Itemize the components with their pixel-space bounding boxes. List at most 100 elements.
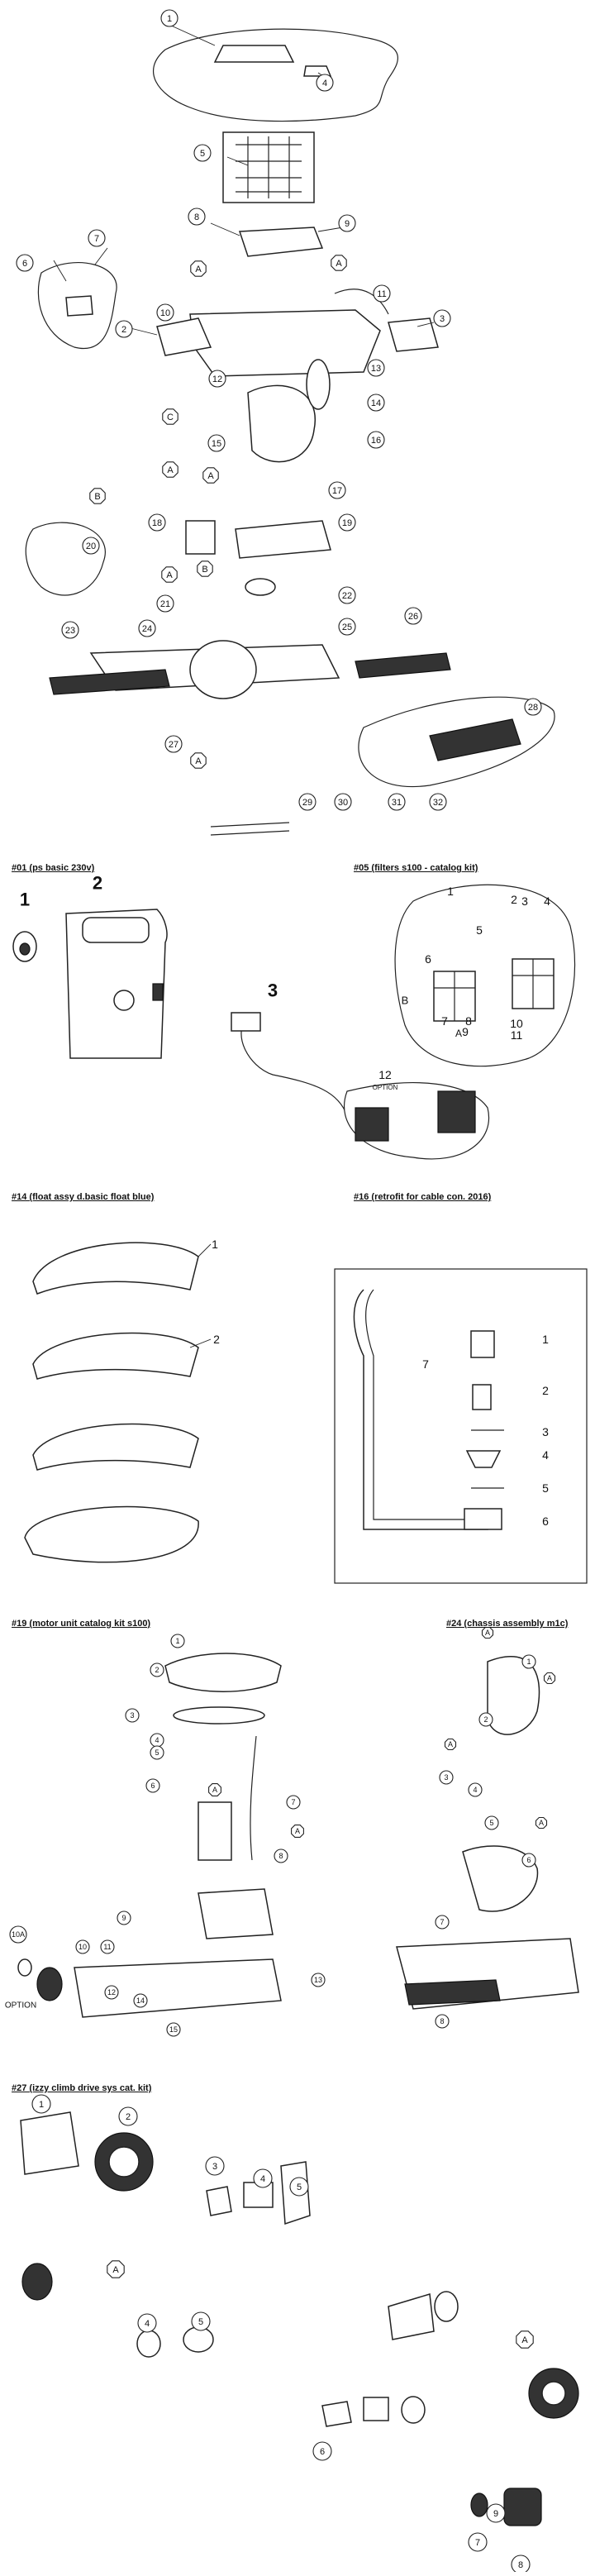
svg-text:6: 6: [22, 259, 27, 269]
float-part: [306, 359, 331, 410]
svg-text:17: 17: [332, 486, 342, 496]
svg-text:A: A: [336, 259, 342, 269]
sec27-num-10: 9: [486, 2503, 506, 2523]
main-part-22: 22: [338, 586, 356, 604]
section-16-caption: #16 (retrofit for cable con. 2016): [354, 1192, 492, 1202]
sec24-num-5: 5: [484, 1815, 499, 1830]
svg-text:15: 15: [212, 439, 221, 449]
sec24-num-8: 8: [435, 2014, 450, 2029]
main-part-20: 20: [82, 537, 100, 555]
main-part-5: 5: [193, 144, 212, 162]
svg-text:OPTION: OPTION: [373, 1084, 398, 1091]
svg-text:2: 2: [511, 893, 517, 906]
motor-housing-part: [74, 1958, 282, 2018]
svg-text:11: 11: [103, 1943, 111, 1951]
sec19-num-5: 5: [150, 1745, 164, 1760]
svg-text:6: 6: [425, 952, 431, 966]
svg-text:8: 8: [194, 212, 199, 222]
svg-text:7: 7: [441, 1014, 448, 1028]
svg-text:3: 3: [268, 980, 278, 1001]
sec27-num-1: 2: [118, 2106, 138, 2126]
sec05-num-12: 12: [378, 1068, 392, 1081]
svg-text:2: 2: [126, 2112, 131, 2122]
svg-text:10A: 10A: [12, 1930, 25, 1939]
track-right-part: [355, 652, 451, 679]
svg-text:11: 11: [377, 289, 386, 299]
sec16-num-2: 2: [542, 1384, 549, 1397]
svg-text:10: 10: [160, 308, 170, 318]
main-part-2: 2: [115, 320, 133, 338]
svg-text:5: 5: [476, 923, 483, 937]
svg-text:8: 8: [518, 2560, 523, 2570]
sec19-num-11: 11: [100, 1939, 115, 1954]
main-part-21: 21: [156, 594, 174, 613]
main-part-4: 4: [316, 74, 334, 92]
retrofit-frame: [334, 1268, 588, 1584]
sec14-num-1: 1: [212, 1238, 218, 1251]
main-letter-a: A: [331, 255, 347, 271]
svg-text:4: 4: [155, 1736, 159, 1744]
main-part-9: 9: [338, 214, 356, 232]
main-part-18: 18: [148, 513, 166, 532]
sec19-num-13: 13: [311, 1973, 326, 1987]
sec16-num-7: 7: [422, 1357, 429, 1371]
svg-text:5: 5: [542, 1481, 549, 1495]
svg-text:28: 28: [528, 703, 538, 713]
sec27-letter-a1: A: [107, 2260, 125, 2278]
lid-handle-part: [303, 65, 332, 77]
main-part-24: 24: [138, 619, 156, 637]
svg-text:A: A: [295, 1827, 300, 1835]
svg-text:3: 3: [440, 314, 445, 324]
svg-text:2: 2: [542, 1384, 549, 1397]
sec19-num-7: 7: [286, 1795, 301, 1810]
sec05-num-6: 6: [425, 952, 431, 966]
sec24-num-2: 2: [478, 1712, 493, 1727]
main-part-29: 29: [298, 793, 317, 811]
body-shell-part: [189, 309, 381, 377]
wheel-part: [189, 640, 257, 699]
svg-text:1: 1: [526, 1658, 531, 1666]
main-part-19: 19: [338, 513, 356, 532]
float-top-part: [32, 1242, 199, 1295]
main-part-8: 8: [188, 208, 206, 226]
svg-text:4: 4: [260, 2174, 265, 2184]
svg-text:4: 4: [473, 1786, 477, 1794]
svg-text:1: 1: [39, 2100, 44, 2110]
svg-text:A: A: [195, 265, 202, 274]
main-part-16: 16: [367, 431, 385, 449]
section-16-drawing: [334, 1268, 588, 1584]
svg-text:18: 18: [152, 518, 162, 528]
motor-body-part: [198, 1801, 232, 1861]
cable-part: [353, 1289, 488, 1530]
main-letter-c: C: [162, 408, 178, 425]
svg-text:16: 16: [371, 436, 381, 446]
svg-text:2: 2: [121, 325, 126, 335]
sec19-num-2: 2: [150, 1662, 164, 1677]
svg-text:B: B: [202, 565, 207, 575]
main-letter-a: A: [190, 752, 207, 769]
svg-text:7: 7: [440, 1918, 444, 1926]
sec19-option: OPTION: [5, 2001, 36, 2011]
sec27-num-5: 5: [191, 2311, 211, 2331]
svg-text:A: A: [167, 465, 174, 475]
svg-text:7: 7: [422, 1357, 429, 1371]
pcb-part: [198, 1888, 274, 1939]
svg-text:12: 12: [107, 1988, 116, 1996]
svg-text:20: 20: [86, 541, 96, 551]
svg-text:12: 12: [378, 1068, 392, 1081]
main-part-7: 7: [88, 229, 106, 247]
svg-text:9: 9: [121, 1914, 126, 1922]
svg-text:2: 2: [155, 1666, 159, 1674]
svg-text:5: 5: [198, 2317, 203, 2327]
svg-text:A: A: [112, 2265, 119, 2275]
sec27-letter-a2: A: [516, 2330, 534, 2349]
svg-text:2: 2: [213, 1333, 220, 1346]
svg-text:2: 2: [483, 1715, 488, 1724]
section-19-caption: #19 (motor unit catalog kit s100): [12, 1619, 151, 1629]
sec05-num-7: 7: [441, 1014, 448, 1028]
sec14-num-2: 2: [213, 1333, 220, 1346]
sec27-num-0: 1: [31, 2094, 51, 2114]
svg-text:21: 21: [160, 599, 170, 609]
